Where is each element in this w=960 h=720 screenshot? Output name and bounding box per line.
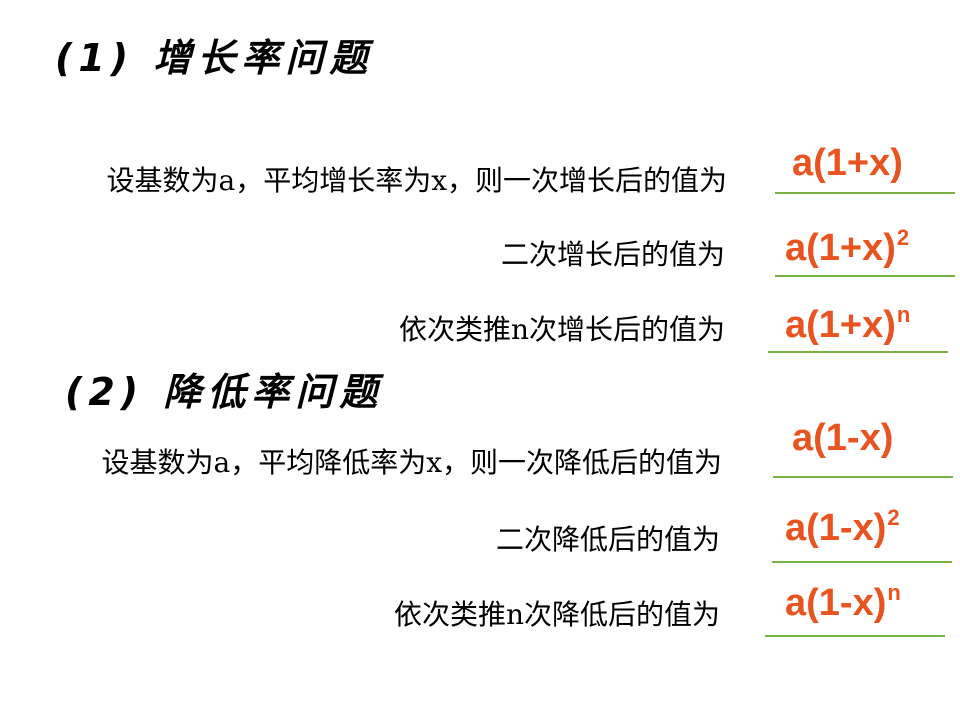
- growth-answer-first: a(1+x): [792, 143, 903, 183]
- answer-underline: [773, 476, 953, 478]
- growth-row-label-second: 二次增长后的值为: [500, 238, 725, 271]
- answer-exponent: n: [896, 302, 911, 327]
- decline-row-label-nth: 依次类推n次降低后的值为: [393, 598, 720, 631]
- answer-underline: [765, 635, 945, 637]
- decline-row-label-second: 二次降低后的值为: [495, 523, 720, 556]
- answer-underline: [775, 275, 955, 277]
- section-title-growth: (1) 增长率问题: [55, 36, 374, 80]
- growth-answer-nth: a(1+x)n: [785, 302, 911, 350]
- growth-row-label-first: 设基数为a，平均增长率为x，则一次增长后的值为: [106, 164, 728, 197]
- answer-exponent: 2: [896, 225, 910, 250]
- decline-answer-nth: a(1-x)n: [785, 580, 901, 628]
- growth-row-label-nth: 依次类推n次增长后的值为: [398, 313, 725, 346]
- decline-answer-first: a(1-x): [792, 418, 893, 458]
- answer-exponent: 2: [887, 505, 900, 530]
- section-title-decline: (2) 降低率问题: [65, 370, 384, 414]
- answer-exponent: n: [887, 580, 901, 605]
- answer-base: a(1-x): [785, 582, 887, 624]
- answer-underline: [772, 561, 952, 563]
- answer-underline: [768, 351, 948, 353]
- decline-row-label-first: 设基数为a，平均降低率为x，则一次降低后的值为: [101, 446, 723, 479]
- answer-base: a(1+x): [792, 142, 903, 184]
- answer-base: a(1+x): [785, 227, 896, 269]
- answer-base: a(1-x): [792, 417, 894, 459]
- decline-answer-second: a(1-x)2: [785, 505, 900, 553]
- answer-underline: [775, 192, 955, 194]
- answer-base: a(1-x): [785, 507, 887, 549]
- growth-answer-second: a(1+x)2: [785, 225, 910, 273]
- answer-base: a(1+x): [785, 304, 896, 346]
